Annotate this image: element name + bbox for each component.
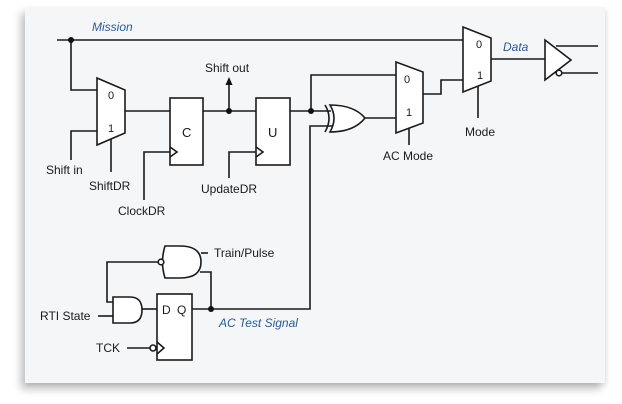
mission-label: Mission: [92, 20, 133, 34]
update-dr-label: UpdateDR: [201, 182, 257, 196]
shift-in-wire: [70, 130, 97, 160]
output-buffer: [544, 38, 598, 82]
dff-q-label: Q: [177, 303, 186, 317]
update-output-wire: [290, 74, 396, 114]
mode-mux-pin-0: 0: [476, 39, 482, 51]
shift-dr-label: ShiftDR: [89, 179, 131, 193]
mission-wire: [57, 37, 463, 91]
clock-dr-label: ClockDR: [118, 204, 166, 218]
rti-and-gate: [112, 296, 143, 324]
update-register: U: [255, 97, 291, 166]
ac-mux-pin-1: 1: [406, 107, 412, 119]
ac-test-signal-wire: [192, 125, 333, 310]
tck-label: TCK: [96, 341, 120, 355]
d-flip-flop: D Q: [149, 293, 193, 361]
capture-register-label: C: [182, 125, 191, 140]
ac-mode-label: AC Mode: [383, 149, 433, 163]
mode-label: Mode: [465, 125, 495, 139]
nand-to-and-wire: [106, 261, 158, 303]
shift-mux: 0 1: [96, 76, 126, 147]
shift-out-label: Shift out: [205, 61, 250, 75]
ac-mode-mux: 0 1: [395, 60, 424, 135]
dff-d-label: D: [162, 303, 171, 317]
rti-state-label: RTI State: [40, 309, 91, 323]
q-junction: [208, 306, 214, 312]
shift-mux-pin-0: 0: [108, 90, 114, 102]
nand-feedback-wire: [200, 271, 212, 309]
train-pulse-gate: [157, 245, 202, 279]
mode-mux-pin-1: 1: [477, 70, 483, 82]
capture-register: C: [169, 97, 204, 166]
ac-test-signal-label: AC Test Signal: [218, 316, 298, 330]
ac-mux-to-mode-mux-wire: [423, 79, 463, 95]
data-label: Data: [503, 40, 529, 54]
shift-out-arrow: [225, 77, 233, 114]
shift-in-label: Shift in: [46, 163, 83, 177]
shift-mux-pin-1: 1: [108, 123, 114, 135]
ac-mux-pin-0: 0: [404, 74, 410, 86]
mode-mux: 0 1: [462, 25, 492, 94]
update-dr-wire: [228, 151, 256, 178]
update-register-label: U: [268, 125, 277, 140]
train-pulse-label: Train/Pulse: [214, 246, 275, 260]
xor-gate: [324, 104, 367, 133]
clock-dr-wire: [143, 151, 170, 200]
